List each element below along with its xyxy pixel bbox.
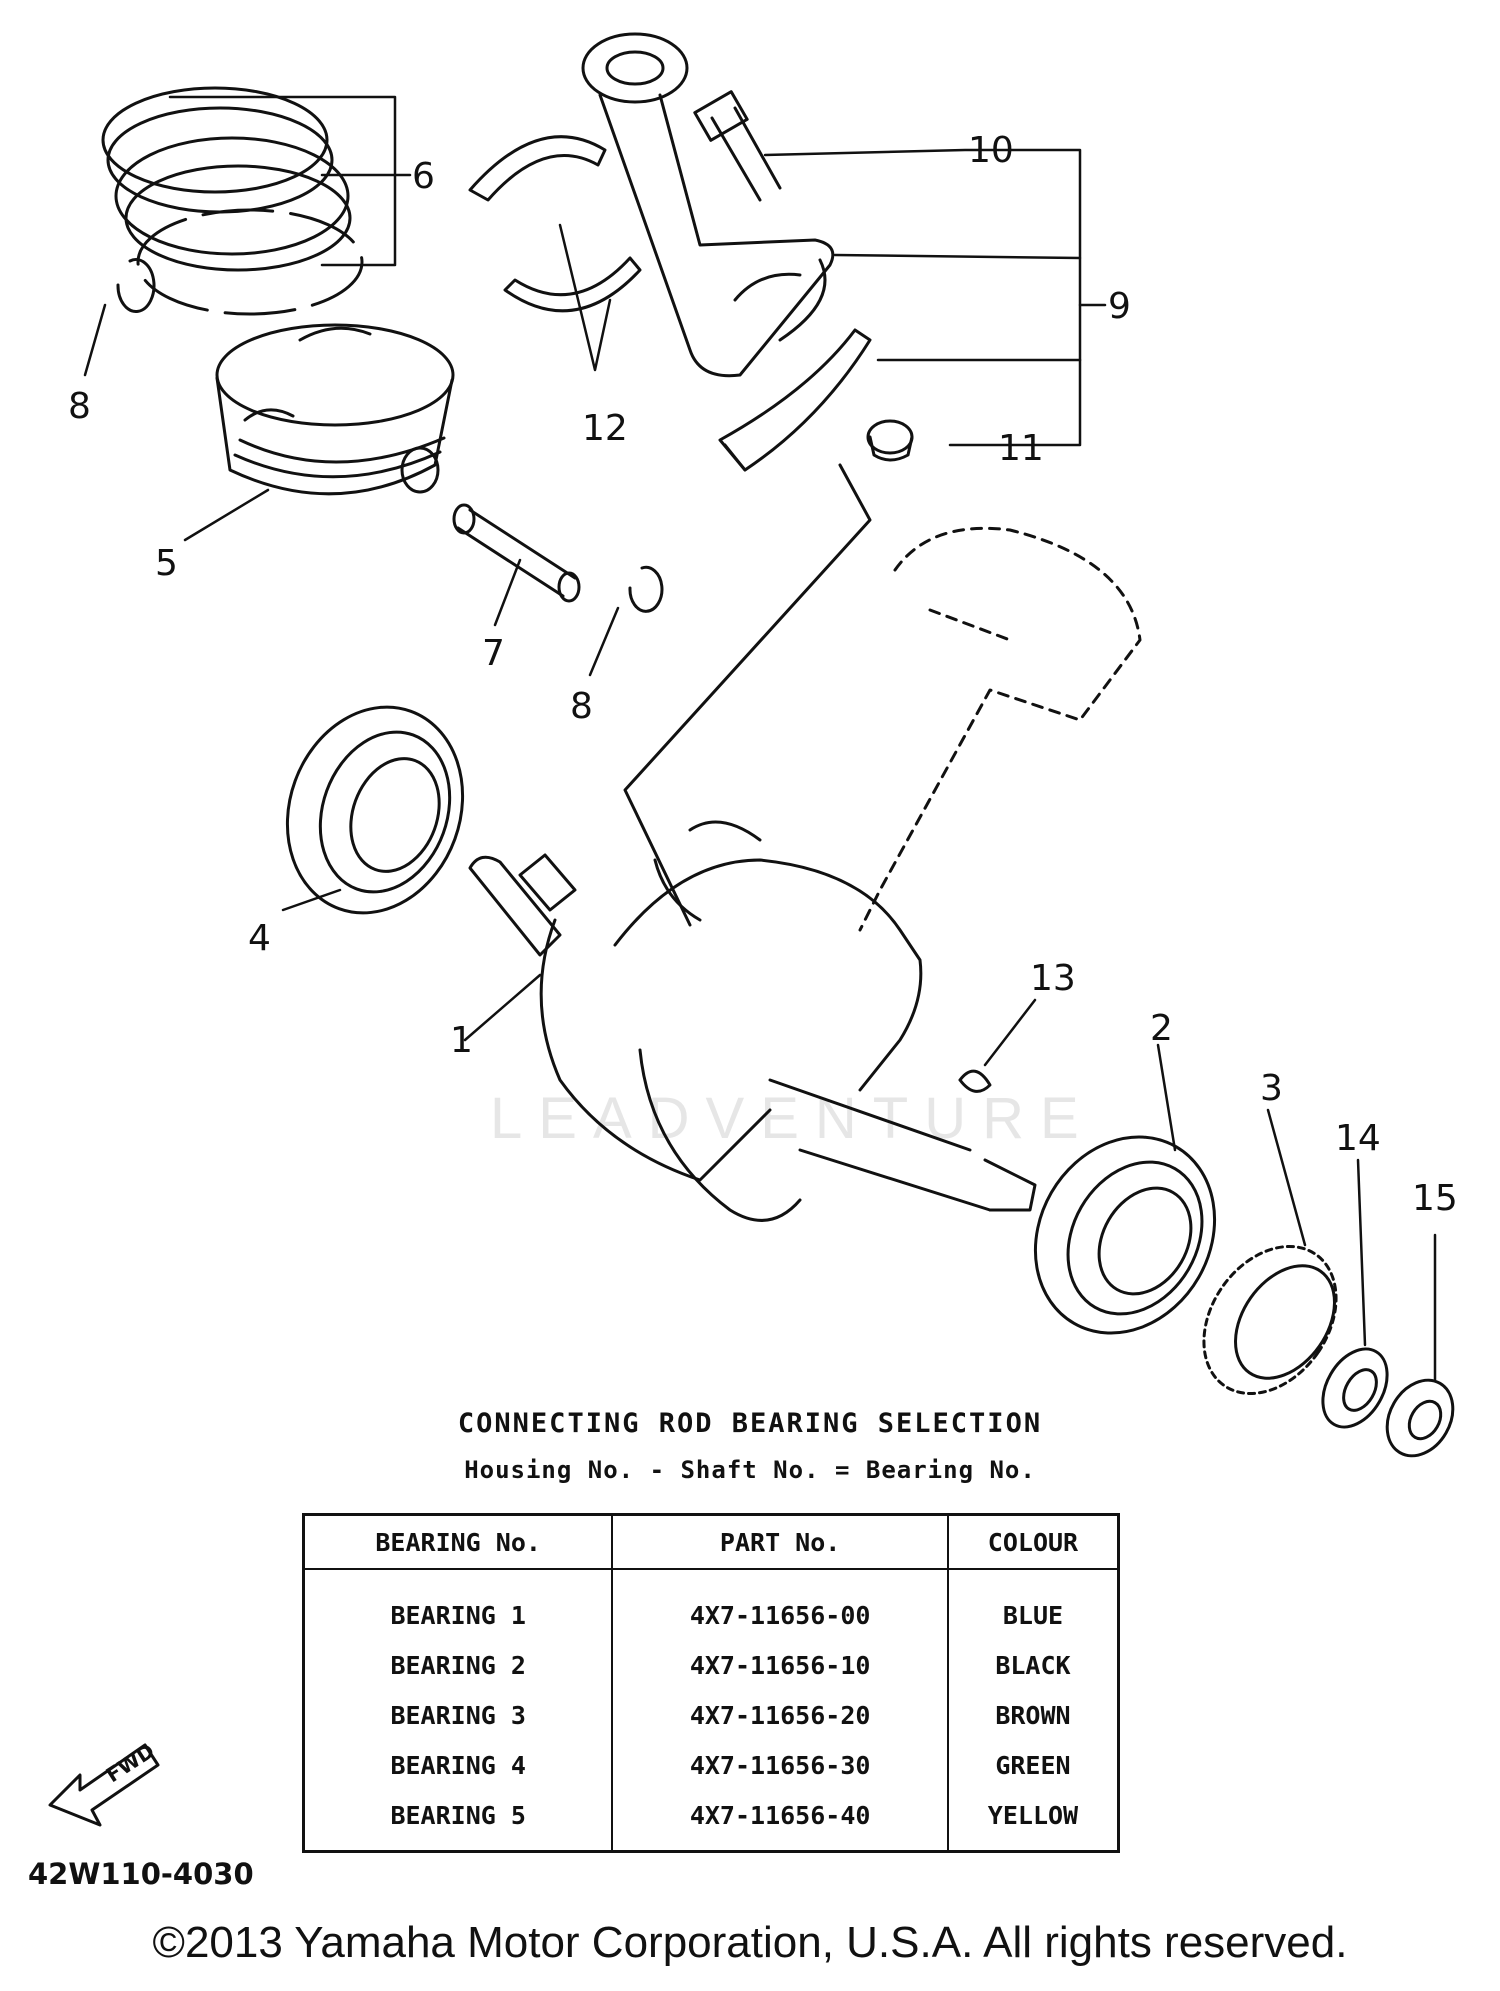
callout-8-left: 8: [68, 386, 91, 427]
bearing-selection-table: BEARING No. PART No. COLOUR BEARING 1 4X…: [302, 1513, 1120, 1853]
header-colour: COLOUR: [946, 1514, 1119, 1570]
copyright-notice: ©2013 Yamaha Motor Corporation, U.S.A. A…: [152, 1918, 1348, 1967]
table-row: BEARING 3 4X7-11656-20 BROWN: [304, 1690, 1119, 1740]
part-no-cell: 4X7-11656-40: [611, 1790, 948, 1852]
table-row: BEARING 4 4X7-11656-30 GREEN: [304, 1740, 1119, 1790]
rod-cap: [718, 328, 872, 472]
washer: [1321, 1347, 1389, 1429]
connecting-rod: [581, 32, 835, 378]
callout-4: 4: [248, 918, 271, 959]
bearing-selection-title: CONNECTING ROD BEARING SELECTION: [457, 1408, 1043, 1439]
piston-rings: [101, 86, 364, 316]
callout-10: 10: [968, 130, 1014, 171]
circlip-left: [116, 258, 156, 314]
callout-9: 9: [1108, 286, 1131, 327]
table-row: BEARING 5 4X7-11656-40 YELLOW: [304, 1790, 1119, 1852]
callout-2: 2: [1150, 1008, 1173, 1049]
table-header-row: BEARING No. PART No. COLOUR: [303, 1514, 1119, 1570]
part-no-cell: 4X7-11656-10: [611, 1640, 948, 1690]
leader-lines: [83, 95, 1437, 1382]
circlip-right: [628, 565, 664, 613]
part-no-cell: 4X7-11656-30: [611, 1740, 948, 1790]
rod-bolt: [693, 90, 782, 202]
leader-line: [623, 463, 872, 927]
bearing-left: [285, 705, 465, 915]
callout-11: 11: [998, 428, 1044, 469]
bearing-no-cell: BEARING 3: [390, 1700, 526, 1730]
callout-15: 15: [1412, 1178, 1458, 1219]
bearing-shells: [468, 135, 642, 313]
rod-ghost-outline: [858, 526, 1142, 932]
callout-6: 6: [412, 156, 435, 197]
callout-8-right: 8: [570, 686, 593, 727]
table-row: BEARING 2 4X7-11656-10 BLACK: [304, 1640, 1119, 1690]
diagram-code: 42W110-4030: [28, 1857, 254, 1891]
callout-5: 5: [155, 543, 178, 584]
colour-cell: BLUE: [946, 1569, 1119, 1640]
watermark-text: LEADVENTURE: [490, 1086, 1095, 1151]
colour-cell: YELLOW: [946, 1790, 1119, 1852]
colour-cell: GREEN: [946, 1740, 1119, 1790]
rod-nut: [866, 419, 914, 462]
colour-cell: BLACK: [946, 1640, 1119, 1690]
colour-cell: BROWN: [946, 1690, 1119, 1740]
part-no-cell: 4X7-11656-20: [611, 1690, 948, 1740]
header-bearing-no: BEARING No.: [303, 1514, 613, 1570]
bearing-no-cell: BEARING 1: [390, 1600, 526, 1630]
woodruff-key: [958, 1069, 992, 1093]
callout-7: 7: [482, 633, 505, 674]
callout-12: 12: [582, 408, 628, 449]
forward-arrow-icon: FWD: [48, 1739, 160, 1827]
crankshaft: [468, 820, 1037, 1222]
callout-3: 3: [1260, 1068, 1283, 1109]
callout-14: 14: [1335, 1118, 1381, 1159]
table-row: BEARING 1 4X7-11656-00 BLUE: [304, 1569, 1119, 1640]
crank-nut: [1385, 1378, 1455, 1458]
rod-ghost-line: [928, 608, 1012, 642]
bearing-no-cell: BEARING 4: [390, 1750, 526, 1780]
timing-gear: [1202, 1245, 1338, 1395]
bearing-right: [1033, 1135, 1217, 1335]
callout-1: 1: [450, 1020, 473, 1061]
header-part-no: PART No.: [611, 1514, 948, 1570]
part-no-cell: 4X7-11656-00: [611, 1569, 948, 1640]
bearing-no-cell: BEARING 5: [390, 1800, 526, 1830]
bearing-no-cell: BEARING 2: [390, 1650, 526, 1680]
bearing-selection-formula: Housing No. - Shaft No. = Bearing No.: [464, 1456, 1036, 1484]
piston: [215, 323, 455, 496]
piston-pin: [452, 503, 581, 603]
callout-13: 13: [1030, 958, 1076, 999]
